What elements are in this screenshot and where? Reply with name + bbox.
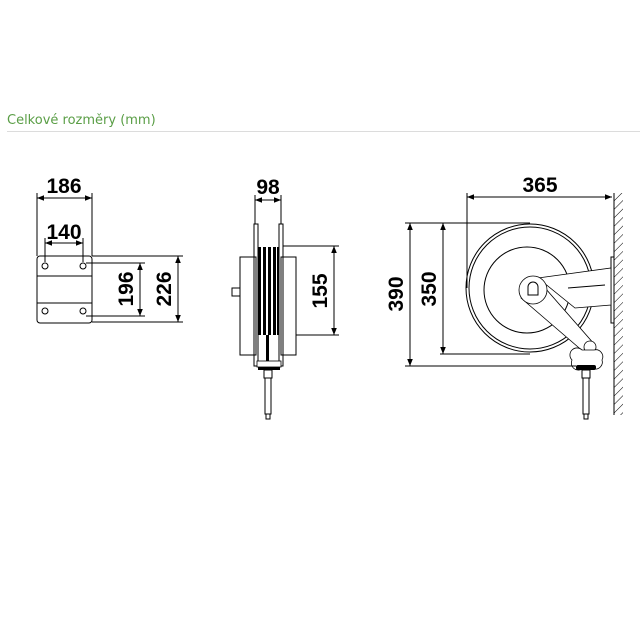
mounting-hole-icon — [41, 262, 87, 315]
section-title: Celkové rozměry (mm) — [7, 113, 156, 128]
swivel-joint-icon — [569, 347, 604, 371]
dim-height-390: 390 — [385, 276, 408, 311]
dim-width-98: 98 — [256, 176, 280, 199]
inlet-elbow-icon — [231, 287, 240, 297]
title-divider — [7, 131, 640, 132]
dim-diameter-350: 350 — [418, 271, 441, 306]
wall-hatch — [614, 193, 623, 415]
dim-depth-365: 365 — [522, 174, 557, 197]
dim-width-186: 186 — [46, 175, 81, 198]
front-view: 186 140 196 226 — [36, 175, 183, 324]
dim-hole-height-196: 196 — [115, 271, 138, 306]
dim-drum-155: 155 — [309, 273, 332, 308]
dim-hole-spacing-140: 140 — [46, 221, 81, 244]
hose-coil — [258, 247, 279, 361]
side-view: 98 155 — [231, 176, 339, 420]
dim-height-226: 226 — [153, 271, 176, 306]
mounting-plate — [36, 255, 93, 324]
reel-hub — [518, 275, 548, 305]
profile-view: 365 390 350 — [385, 174, 623, 420]
